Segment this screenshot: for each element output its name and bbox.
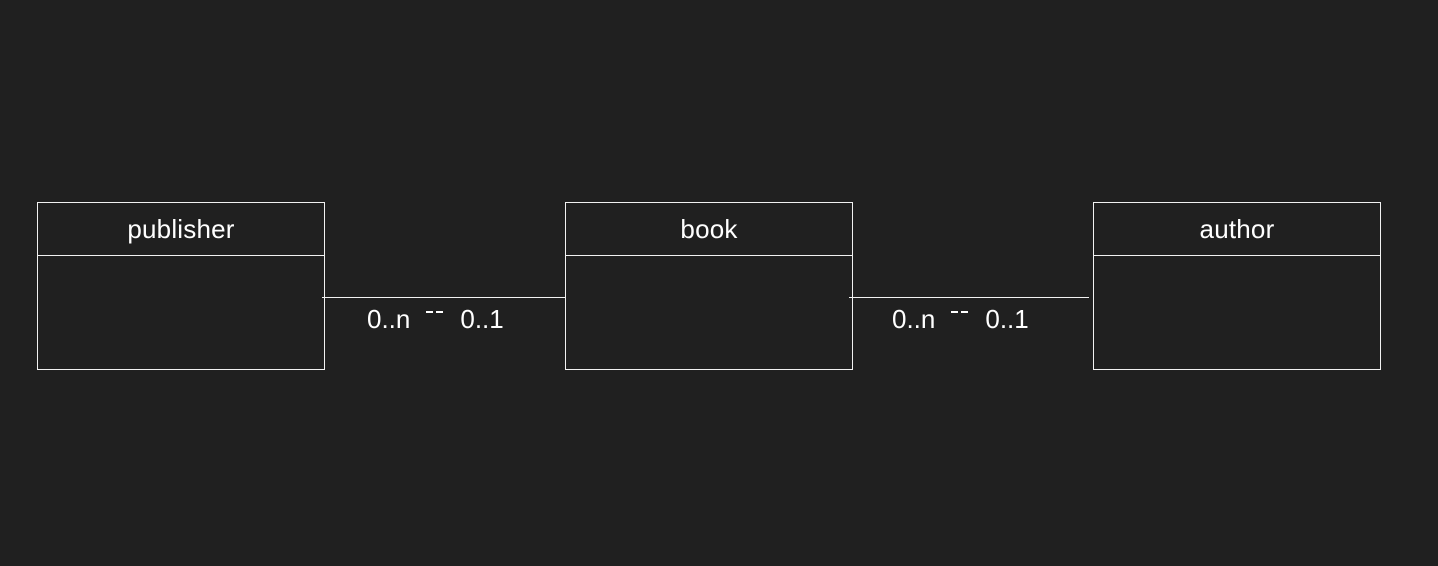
entity-publisher[interactable]: publisher xyxy=(37,202,325,370)
entity-title: book xyxy=(566,203,852,256)
dash-separator-icon xyxy=(951,311,969,315)
relation-label-book-author: 0..n 0..1 xyxy=(892,303,1029,335)
entity-attributes xyxy=(1094,256,1380,369)
dash-separator-icon xyxy=(426,311,444,315)
relation-label-publisher-book: 0..n 0..1 xyxy=(367,303,504,335)
entity-attributes xyxy=(566,256,852,369)
left-multiplicity: 0..n xyxy=(367,303,411,334)
left-multiplicity: 0..n xyxy=(892,303,936,334)
relation-line-book-author[interactable] xyxy=(849,297,1089,298)
right-multiplicity: 0..1 xyxy=(985,303,1029,334)
entity-author[interactable]: author xyxy=(1093,202,1381,370)
entity-book[interactable]: book xyxy=(565,202,853,370)
relation-line-publisher-book[interactable] xyxy=(322,297,565,298)
entity-title: publisher xyxy=(38,203,324,256)
right-multiplicity: 0..1 xyxy=(460,303,504,334)
entity-title: author xyxy=(1094,203,1380,256)
entity-attributes xyxy=(38,256,324,369)
